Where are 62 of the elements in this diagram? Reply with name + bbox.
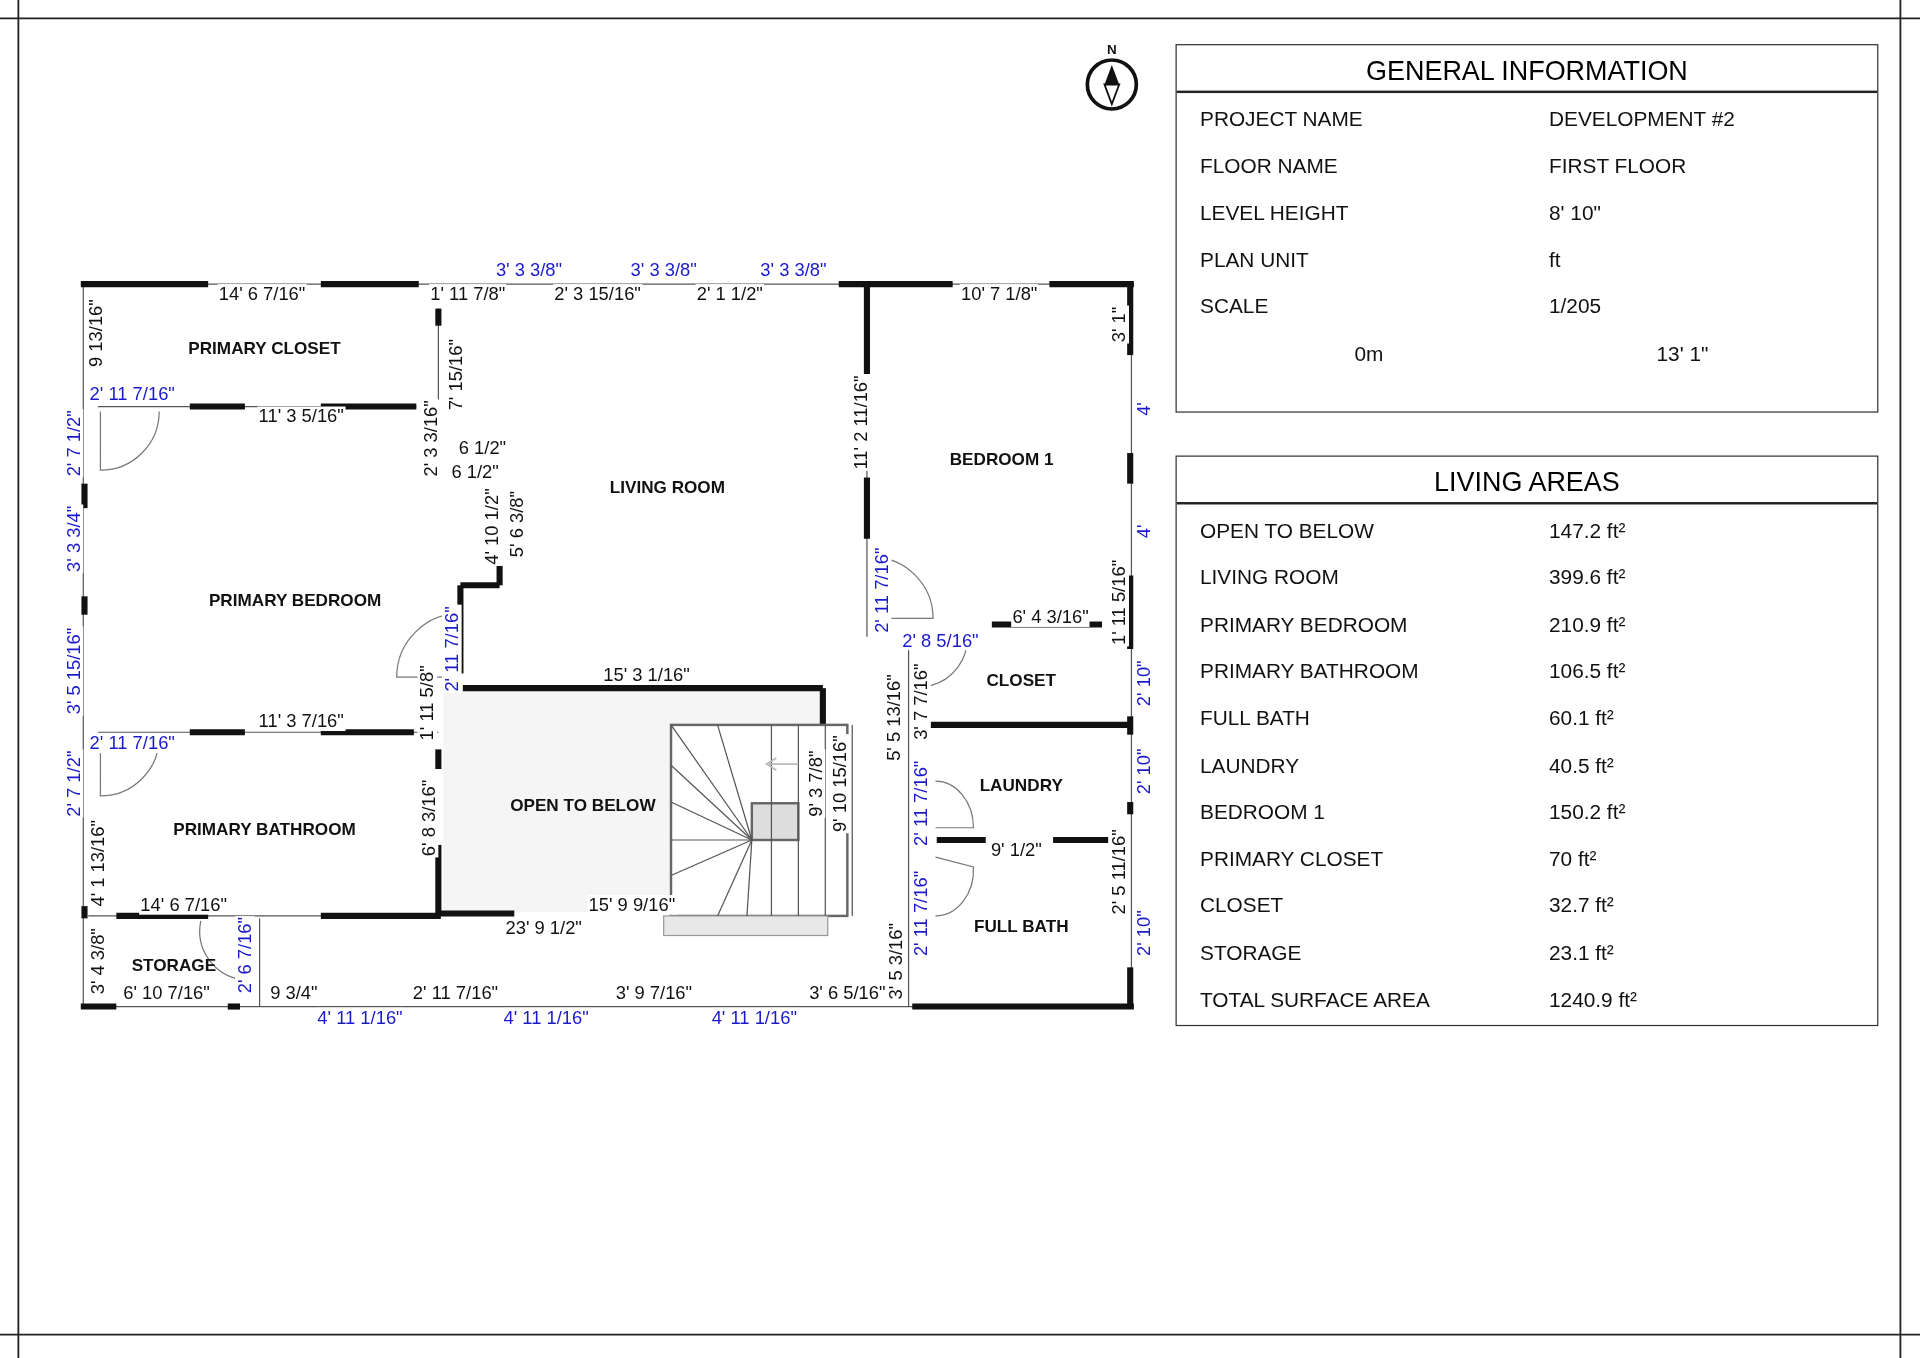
table-cell-text: 210.9 ft² bbox=[1548, 612, 1627, 638]
table-cell-text: 150.2 ft² bbox=[1548, 800, 1627, 826]
table-cell-text: DEVELOPMENT #2 bbox=[1548, 107, 1736, 133]
dimension-label: 3' 1" bbox=[1109, 305, 1129, 344]
room-label: CLOSET bbox=[986, 669, 1056, 690]
table-heading: LIVING AREAS bbox=[1433, 466, 1621, 499]
dimension-label: 2' 11 7/16" bbox=[871, 546, 892, 635]
dimension-label: 1' 11 5/16" bbox=[1109, 558, 1129, 647]
dimension-label: 3' 7 7/16" bbox=[911, 662, 931, 742]
room-label: FULL BATH bbox=[973, 915, 1069, 936]
dimension-label: 2' 11 7/16" bbox=[88, 733, 177, 754]
dimension-label: 1' 11 5/8" bbox=[417, 664, 438, 742]
room-label: PRIMARY BEDROOM bbox=[208, 590, 382, 610]
room-label: PRIMARY BATHROOM bbox=[173, 819, 356, 839]
info-table bbox=[1175, 44, 1879, 413]
table-cell-text: ft bbox=[1548, 248, 1562, 273]
dimension-label: 2' 6 7/16" bbox=[235, 915, 255, 995]
table-cell-text: OPEN TO BELOW bbox=[1199, 519, 1375, 544]
dimension-label: 14' 6 7/16" bbox=[139, 895, 229, 915]
dimension-label: 6' 4 3/16" bbox=[1011, 607, 1091, 627]
room-label: PRIMARY CLOSET bbox=[188, 337, 341, 358]
table-heading: GENERAL INFORMATION bbox=[1365, 55, 1689, 87]
table-cell-text: 8' 10" bbox=[1548, 201, 1602, 227]
table-cell-text: PLAN UNIT bbox=[1199, 248, 1310, 273]
info-table bbox=[1175, 455, 1879, 1027]
table-cell-text: 1/205 bbox=[1548, 295, 1603, 320]
table-cell-text: 60.1 ft² bbox=[1548, 706, 1615, 732]
table-cell-text: PRIMARY BEDROOM bbox=[1199, 612, 1409, 638]
room-label: LIVING ROOM bbox=[609, 477, 725, 498]
dimension-label: 2' 3 3/16" bbox=[421, 398, 441, 478]
room-label: STORAGE bbox=[131, 955, 217, 975]
table-cell-text: PROJECT NAME bbox=[1199, 107, 1364, 133]
dimension-label: 2' 11 7/16" bbox=[442, 605, 462, 693]
table-cell-text: 1240.9 ft² bbox=[1548, 988, 1638, 1013]
dimension-label: 11' 3 7/16" bbox=[257, 711, 346, 731]
table-cell-text: 40.5 ft² bbox=[1548, 753, 1615, 779]
table-cell-text: LAUNDRY bbox=[1199, 753, 1301, 779]
table-cell-text: LEVEL HEIGHT bbox=[1199, 201, 1350, 227]
table-cell-text: CLOSET bbox=[1199, 894, 1285, 919]
table-cell-text: BEDROOM 1 bbox=[1199, 800, 1326, 826]
table-cell-text: FIRST FLOOR bbox=[1548, 154, 1688, 180]
dimension-label: 4' 10 1/2" bbox=[482, 487, 503, 566]
dimension-label: 11' 2 11/16" bbox=[851, 374, 871, 471]
table-cell-text: SCALE bbox=[1199, 295, 1270, 320]
dimension-label: 15' 9 9/16" bbox=[587, 895, 677, 915]
table-cell-text: 399.6 ft² bbox=[1548, 566, 1627, 591]
table-cell-text: PRIMARY CLOSET bbox=[1199, 847, 1385, 872]
table-cell-text: STORAGE bbox=[1199, 941, 1303, 966]
table-cell-text: TOTAL SURFACE AREA bbox=[1199, 988, 1431, 1013]
table-cell-text: 32.7 ft² bbox=[1548, 894, 1615, 919]
table-cell-text: 147.2 ft² bbox=[1548, 519, 1627, 544]
table-cell-text: PRIMARY BATHROOM bbox=[1199, 659, 1420, 685]
table-cell-text: FULL BATH bbox=[1199, 706, 1311, 732]
table-cell-text: 70 ft² bbox=[1548, 847, 1598, 872]
table-cell-text: 23.1 ft² bbox=[1548, 941, 1615, 966]
room-label: OPEN TO BELOW bbox=[510, 794, 656, 815]
room-label: LAUNDRY bbox=[979, 775, 1063, 795]
table-cell-text: FLOOR NAME bbox=[1199, 154, 1339, 180]
table-cell-text: 106.5 ft² bbox=[1548, 659, 1627, 685]
room-label: BEDROOM 1 bbox=[949, 449, 1054, 469]
table-cell-text: LIVING ROOM bbox=[1199, 566, 1340, 591]
dimension-label: 9' 10 15/16" bbox=[830, 734, 850, 834]
